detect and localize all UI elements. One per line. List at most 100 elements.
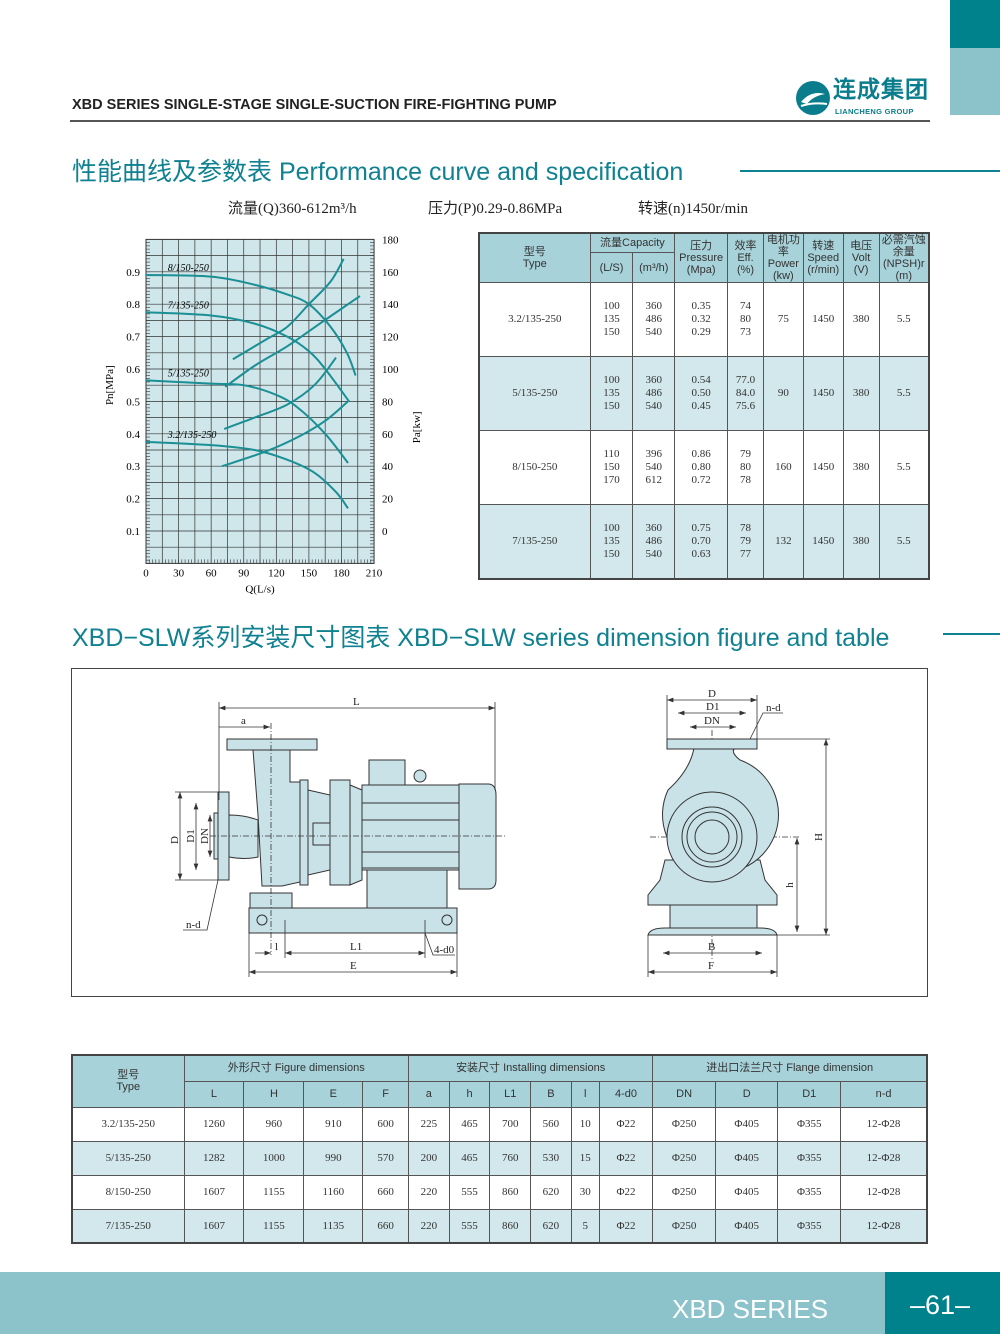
m3h-cell-value: 540 — [645, 548, 663, 561]
type-cell: 8/150-250 — [71, 1174, 185, 1210]
value-cell: 860 — [489, 1174, 532, 1210]
corner-block-light — [950, 48, 1000, 115]
y-axis-title: Pn[MPa] — [104, 365, 116, 405]
value-cell: 910 — [303, 1106, 364, 1142]
value-cell: 465 — [448, 1140, 491, 1176]
eff-cell-value: 84.0 — [735, 387, 756, 400]
curve-label: 3.2/135-250 — [167, 430, 217, 441]
x-tick-label: 30 — [173, 567, 185, 579]
volt-cell: 380 — [842, 356, 880, 432]
value-cell: 530 — [530, 1140, 572, 1176]
m3h-cell-value: 360 — [645, 300, 663, 313]
x-tick-label: 0 — [143, 567, 149, 579]
x-tick-label: 150 — [301, 567, 318, 579]
label-D: D — [169, 835, 181, 843]
logo-text-en: LIANCHENG GROUP — [835, 107, 914, 116]
volt-cell: 380 — [842, 504, 880, 580]
label-h: h — [784, 881, 796, 887]
pressure-cell-value: 0.86 — [691, 448, 711, 461]
eff-cell-value: 79 — [740, 448, 751, 461]
eff-cell-value: 80 — [740, 461, 751, 474]
logo-text-cn: 连成集团 — [833, 77, 929, 103]
value-cell: 600 — [362, 1106, 409, 1142]
volt-cell: 380 — [842, 430, 880, 506]
speed-cell: 1450 — [802, 356, 844, 432]
value-cell: 700 — [489, 1106, 532, 1142]
footer-bar — [0, 1272, 885, 1334]
value-cell: Φ22 — [598, 1174, 654, 1210]
power-curve — [223, 357, 337, 430]
eff-cell-value: 77.0 — [735, 374, 756, 387]
power-curve — [232, 258, 345, 361]
label-L: L — [353, 696, 360, 708]
label-a: a — [241, 715, 246, 727]
type-cell: 7/135-250 — [478, 504, 591, 580]
curve-label: 7/135-250 — [168, 300, 209, 311]
label-L1: L1 — [350, 941, 362, 953]
col-h: h — [448, 1080, 491, 1108]
value-cell: Φ22 — [598, 1208, 654, 1244]
label-D: D — [708, 688, 716, 700]
value-cell: Φ405 — [714, 1106, 779, 1142]
page-number: –61– — [910, 1290, 971, 1320]
power-cell: 132 — [762, 504, 804, 580]
value-cell: Φ405 — [714, 1140, 779, 1176]
label-D1: D1 — [185, 829, 197, 842]
front-view — [646, 738, 779, 935]
ls-cell-value: 150 — [603, 548, 620, 561]
speed-cell: 1450 — [802, 504, 844, 580]
col-l: l — [570, 1080, 600, 1108]
eff-cell-value: 79 — [740, 535, 751, 548]
m3h-cell-value: 360 — [645, 522, 663, 535]
value-cell: Φ250 — [652, 1174, 716, 1210]
value-cell: 12-Φ28 — [840, 1140, 928, 1176]
value-cell: 225 — [407, 1106, 450, 1142]
dimension-figure: L a D D1 DN n-d l L1 4-d0 E D D1 DN n-d … — [71, 668, 928, 997]
value-cell: 760 — [489, 1140, 532, 1176]
col-4-d0: 4-d0 — [598, 1080, 654, 1108]
header-divider — [70, 120, 930, 122]
side-view — [213, 738, 496, 933]
x-tick-label: 180 — [333, 567, 350, 579]
col-ls: (L/S) — [589, 252, 634, 284]
type-cell: 5/135-250 — [71, 1140, 185, 1176]
y-tick-label: 0.8 — [126, 299, 140, 311]
label-F: F — [708, 960, 714, 972]
value-cell: 1282 — [183, 1140, 245, 1176]
m3h-cell-value: 486 — [645, 313, 663, 326]
power-curve — [224, 295, 361, 388]
label-DN: DN — [199, 828, 211, 844]
label-l: l — [275, 941, 278, 953]
label-DN: DN — [704, 715, 720, 727]
section-title-dimensions: XBD−SLW系列安装尺寸图表 XBD−SLW series dimension… — [72, 624, 890, 652]
value-cell: Φ355 — [777, 1140, 842, 1176]
ls-cell-value: 135 — [603, 313, 620, 326]
pressure-cell-value: 0.63 — [691, 548, 711, 561]
label-D1: D1 — [706, 701, 719, 713]
pressure-spec: 压力(P)0.29-0.86MPa — [428, 201, 563, 217]
y-tick-label: 0.5 — [126, 396, 140, 408]
value-cell: 30 — [570, 1174, 600, 1210]
ls-cell-value: 100 — [603, 374, 620, 387]
y2-tick-label: 120 — [382, 332, 399, 344]
y2-tick-label: 100 — [382, 364, 399, 376]
col-d1: D1 — [777, 1080, 842, 1108]
y2-tick-label: 160 — [382, 267, 399, 279]
eff-cell-value: 73 — [740, 326, 751, 339]
head-curve — [145, 311, 350, 402]
label-E: E — [350, 960, 357, 972]
section-line — [740, 170, 1000, 172]
ls-cell-value: 135 — [603, 387, 620, 400]
m3h-cell-value: 612 — [645, 474, 663, 487]
power-cell: 160 — [762, 430, 804, 506]
